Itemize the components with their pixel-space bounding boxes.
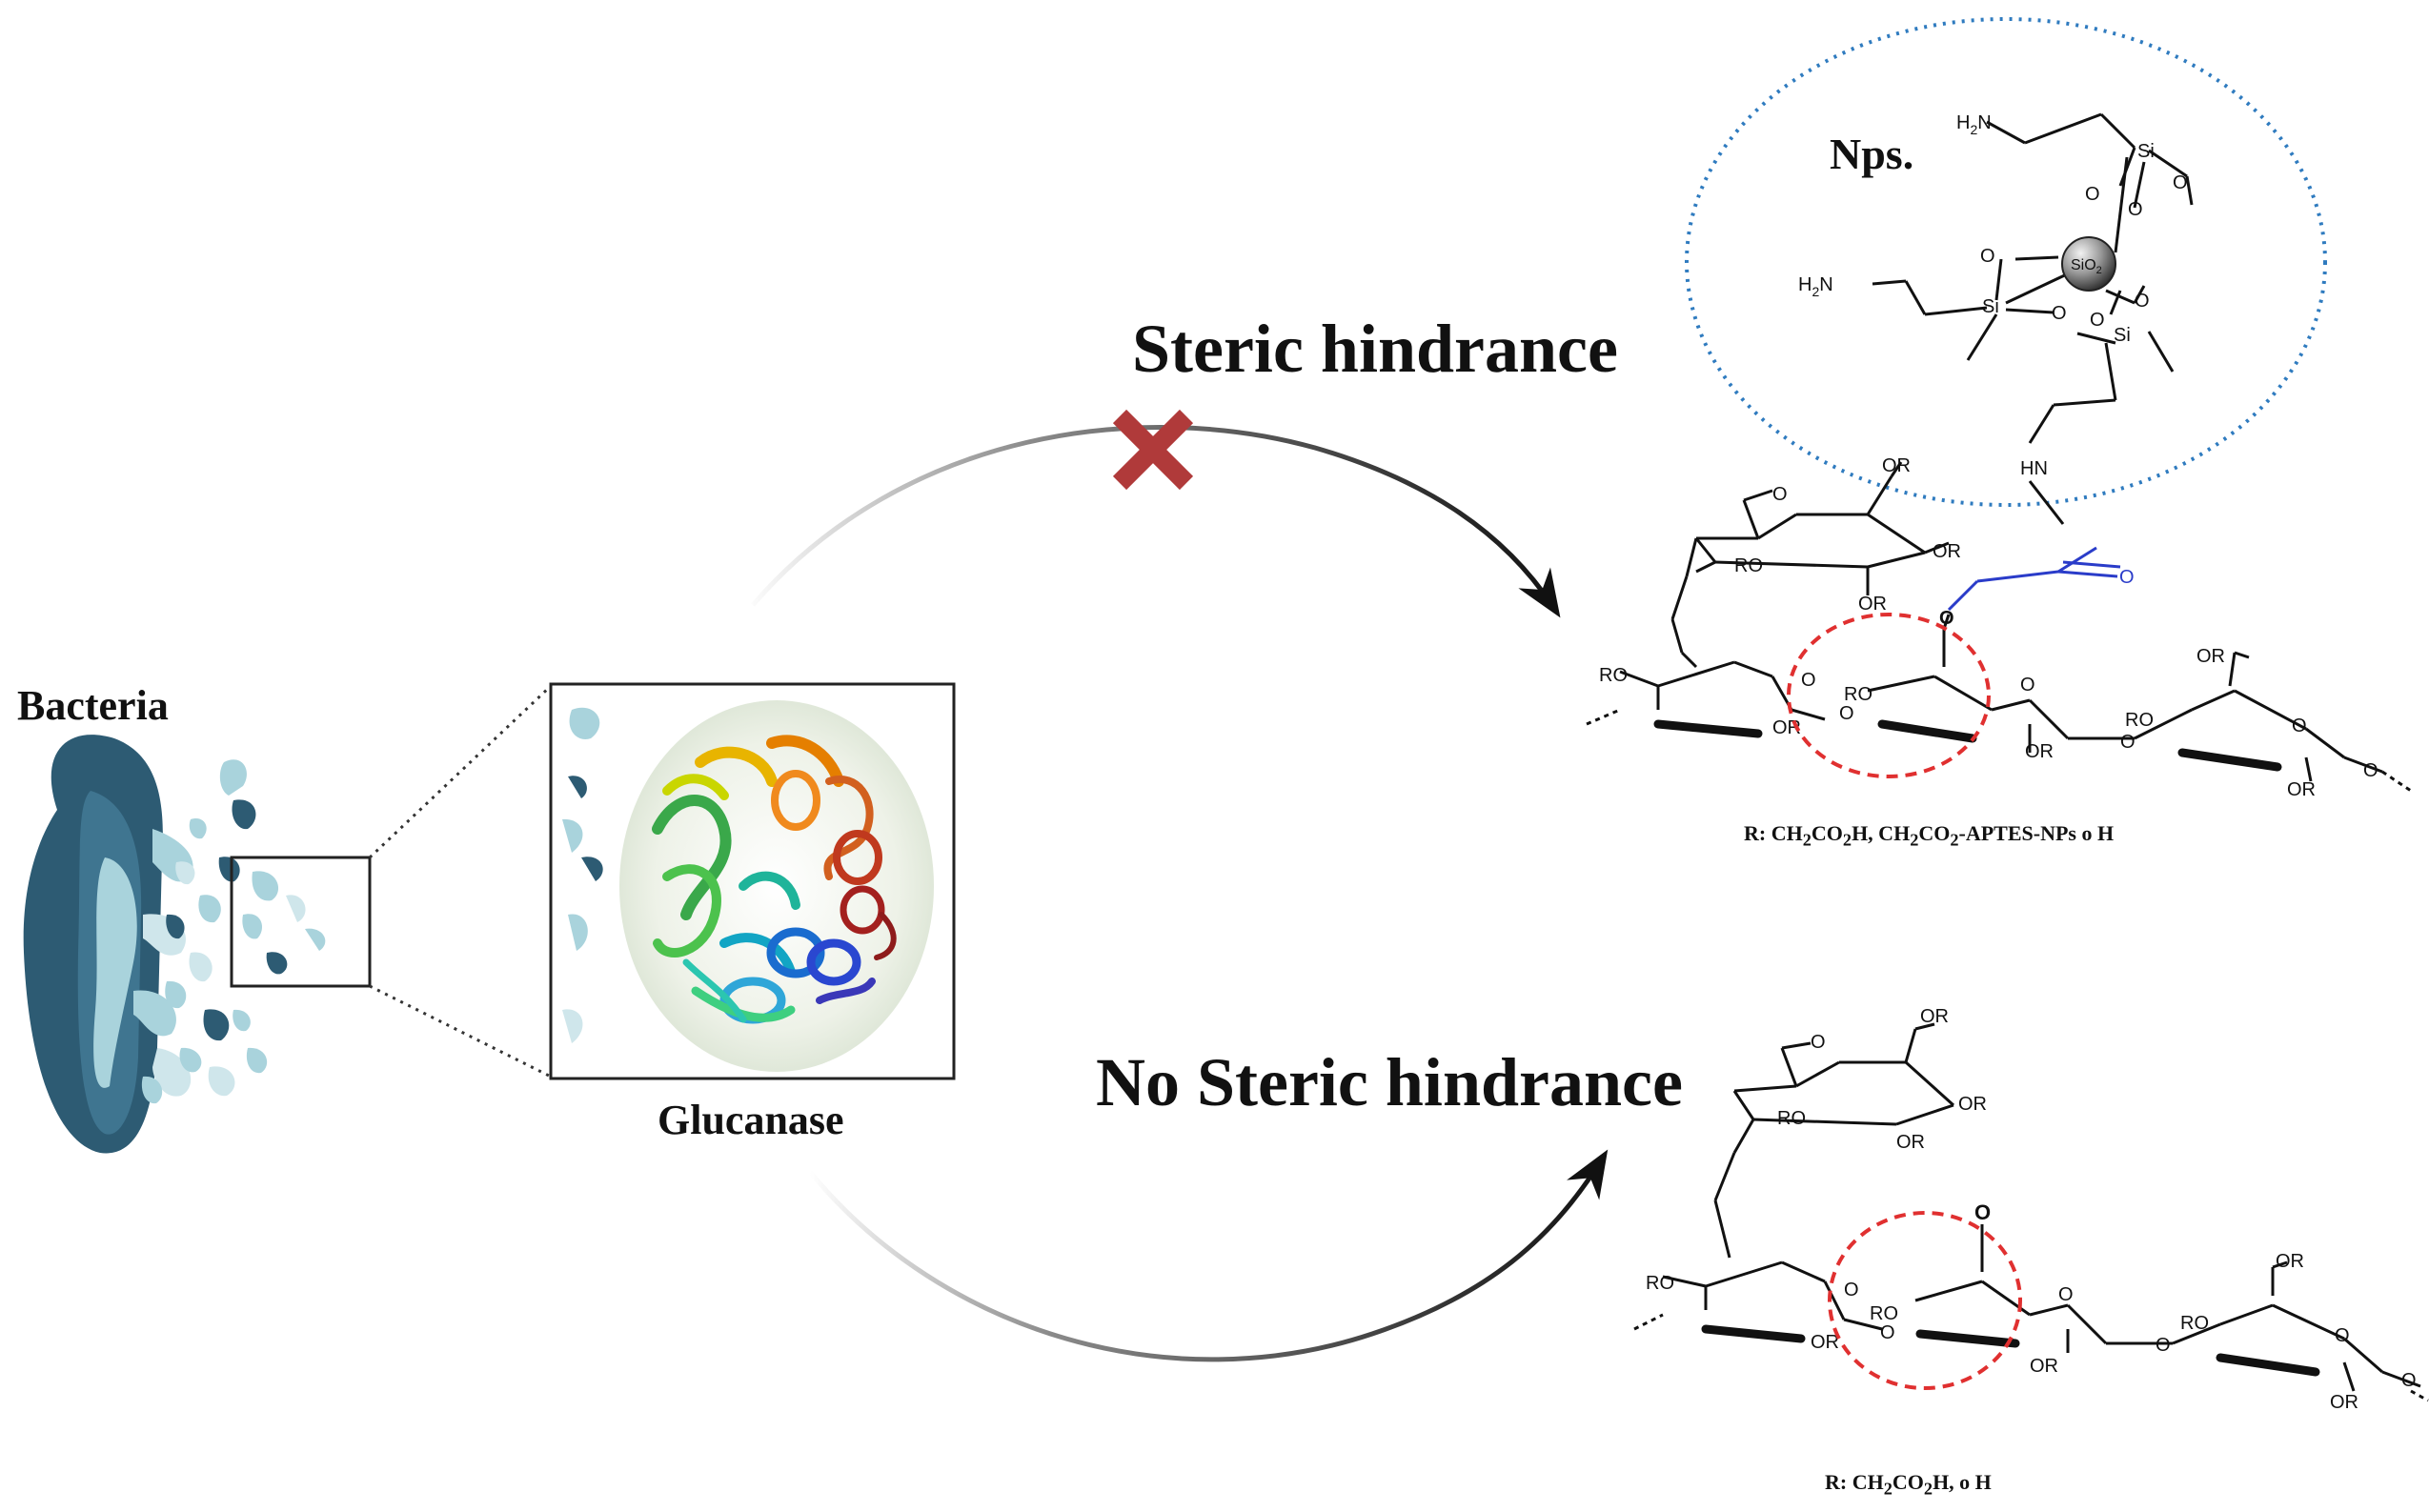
svg-text:OR: OR	[1858, 594, 1887, 615]
zoom-line-top	[368, 684, 553, 859]
svg-text:O: O	[2052, 303, 2067, 324]
svg-text:O: O	[1844, 1280, 1859, 1300]
svg-text:O: O	[1880, 1322, 1895, 1343]
nps-atom-labels: H2N Si O O O O SiO2 H2N Si O O O Si HN	[1798, 112, 2188, 479]
svg-text:SiO2: SiO2	[2071, 257, 2102, 276]
glucan-chain-top: O OR RO OR OR O O RO O OR O RO O OR O OR…	[1586, 455, 2412, 800]
aptes-nanoparticle-structure	[1872, 112, 2194, 525]
svg-text:O: O	[1801, 670, 1816, 691]
svg-text:OR: OR	[2030, 1356, 2058, 1377]
svg-text:Si: Si	[1982, 296, 1999, 317]
svg-text:O: O	[1980, 246, 1995, 267]
svg-text:O: O	[2335, 1325, 2350, 1346]
svg-text:O: O	[2173, 172, 2188, 193]
svg-text:OR: OR	[1882, 455, 1911, 476]
svg-text:O: O	[2090, 310, 2105, 331]
r-group-formula-top: R: CH2CO2H, CH2CO2-APTES-NPs o H	[1744, 821, 2115, 850]
svg-text:OR: OR	[2330, 1392, 2358, 1413]
svg-text:Si: Si	[2137, 141, 2155, 162]
svg-text:RO: RO	[1777, 1108, 1806, 1129]
glucanase-label: Glucanase	[658, 1097, 844, 1143]
svg-text:O: O	[2156, 1335, 2171, 1356]
no-steric-hindrance-label: No Steric hindrance	[1096, 1044, 1683, 1120]
svg-text:RO: RO	[2180, 1313, 2209, 1334]
zoom-line-bottom	[369, 984, 552, 1079]
zoom-source-fragments	[252, 871, 326, 975]
svg-text:RO: RO	[1646, 1273, 1674, 1294]
svg-text:O: O	[1974, 1200, 1991, 1224]
svg-text:OR: OR	[1958, 1094, 1987, 1115]
svg-text:OR: OR	[1933, 541, 1961, 562]
svg-text:RO: RO	[1870, 1303, 1898, 1324]
svg-text:OR: OR	[2287, 779, 2316, 800]
svg-text:H2N: H2N	[1798, 274, 1833, 299]
svg-text:OR: OR	[1811, 1332, 1839, 1353]
glucanase-protein-structure	[619, 700, 934, 1072]
svg-text:H2N: H2N	[1956, 112, 1992, 137]
svg-text:O: O	[2020, 675, 2035, 696]
blocked-cross-icon	[1112, 409, 1194, 491]
svg-text:O: O	[2120, 732, 2135, 753]
silica-nanoparticle	[2061, 236, 2116, 292]
bacteria-label: Bacteria	[17, 682, 169, 729]
svg-text:RO: RO	[1734, 555, 1763, 576]
svg-text:Si: Si	[2114, 325, 2131, 346]
svg-text:OR: OR	[2196, 646, 2225, 667]
nps-label: Nps.	[1830, 130, 1914, 178]
svg-text:O: O	[2085, 184, 2100, 205]
cleavage-site-bottom	[1828, 1211, 2022, 1390]
svg-text:OR: OR	[2276, 1251, 2304, 1272]
steric-hindrance-label: Steric hindrance	[1132, 311, 1618, 387]
arrow-no-steric	[808, 1149, 1609, 1362]
svg-text:OR: OR	[1920, 1006, 1949, 1027]
svg-text:O: O	[1811, 1032, 1826, 1053]
svg-text:OR: OR	[2025, 741, 2054, 762]
svg-text:O: O	[2128, 199, 2143, 220]
svg-text:HN: HN	[2020, 458, 2048, 479]
r-group-formula-bottom: R: CH2CO2H, o H	[1825, 1470, 1992, 1499]
arrow-steric	[751, 425, 1561, 618]
svg-text:O: O	[2401, 1370, 2417, 1391]
svg-text:RO: RO	[1599, 665, 1628, 686]
svg-text:OR: OR	[1896, 1132, 1925, 1153]
svg-text:O: O	[2135, 291, 2150, 312]
glucan-chain-bottom: OR RO OR OR O O RO O OR O RO O OR O RO O…	[1633, 1006, 2429, 1413]
svg-text:O: O	[2058, 1284, 2074, 1305]
svg-text:O: O	[1939, 608, 1954, 629]
svg-text:O: O	[2119, 567, 2135, 588]
svg-text:RO: RO	[2125, 710, 2154, 731]
zoom-source-box	[230, 856, 372, 988]
cleavage-site-top	[1787, 613, 1991, 778]
nanoparticle-region	[1685, 17, 2327, 507]
svg-text:O: O	[2363, 760, 2378, 781]
glucanase-fragments	[562, 707, 603, 1043]
svg-text:O: O	[1772, 484, 1788, 505]
svg-text:O: O	[2292, 716, 2307, 736]
bacteria-illustration	[23, 735, 268, 1154]
svg-text:O: O	[1839, 703, 1854, 724]
svg-text:RO: RO	[1844, 684, 1872, 705]
